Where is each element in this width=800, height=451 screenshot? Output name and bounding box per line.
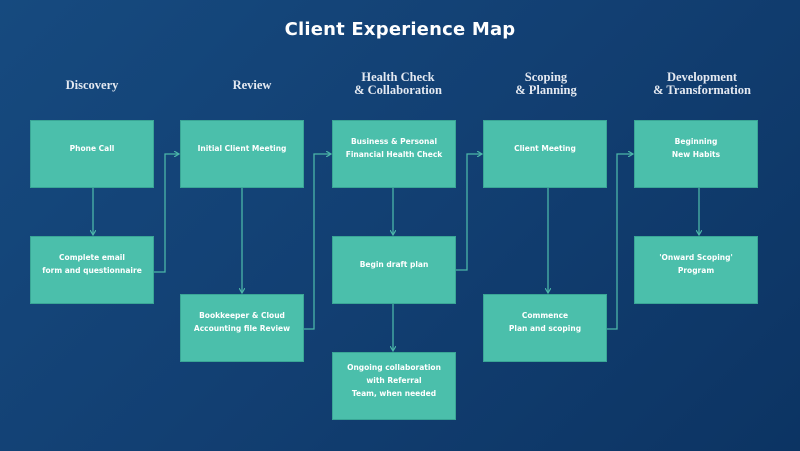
step-label: Phone Call [69,143,115,153]
step-label: Ongoing collaboration with Referral Team… [347,362,441,398]
step-label: Commence Plan and scoping [508,311,582,333]
step-box-beginning-new-habits: Beginning New Habits [634,120,758,188]
step-box-initial-client-meeting: Initial Client Meeting [180,120,304,188]
step-label: Beginning New Habits [671,137,721,159]
column-heading-development: Development & Transformation [653,70,751,97]
step-box-commence-plan: Commence Plan and scoping [483,294,607,362]
step-label: Initial Client Meeting [197,143,287,153]
step-box-client-meeting: Client Meeting [483,120,607,188]
connector-email-to-initial [154,154,179,273]
step-label: Client Meeting [514,143,576,153]
step-box-financial-health-check: Business & Personal Financial Health Che… [332,120,456,188]
step-box-ongoing-collaboration: Ongoing collaboration with Referral Team… [332,352,456,420]
step-box-phone-call: Phone Call [30,120,154,188]
step-box-bookkeeper-review: Bookkeeper & Cloud Accounting file Revie… [180,294,304,362]
connector-commence-to-habits [607,154,633,330]
step-box-onward-scoping: 'Onward Scoping' Program [634,236,758,304]
step-label: Business & Personal Financial Health Che… [345,137,443,159]
column-heading-review: Review [232,78,272,92]
connector-draft-to-client [456,154,482,271]
column-heading-health-check: Health Check & Collaboration [354,70,442,97]
page-title: Client Experience Map [284,19,516,40]
column-heading-discovery: Discovery [65,78,119,92]
connector-bookkeeper-to-health [304,154,331,330]
step-label: Complete email form and questionnaire [42,253,142,275]
step-label: Begin draft plan [359,259,429,269]
step-box-begin-draft-plan: Begin draft plan [332,236,456,304]
step-label: Bookkeeper & Cloud Accounting file Revie… [193,311,291,333]
step-label: 'Onward Scoping' Program [659,253,733,275]
step-box-complete-email-form: Complete email form and questionnaire [30,236,154,304]
column-heading-scoping: Scoping & Planning [515,70,577,97]
